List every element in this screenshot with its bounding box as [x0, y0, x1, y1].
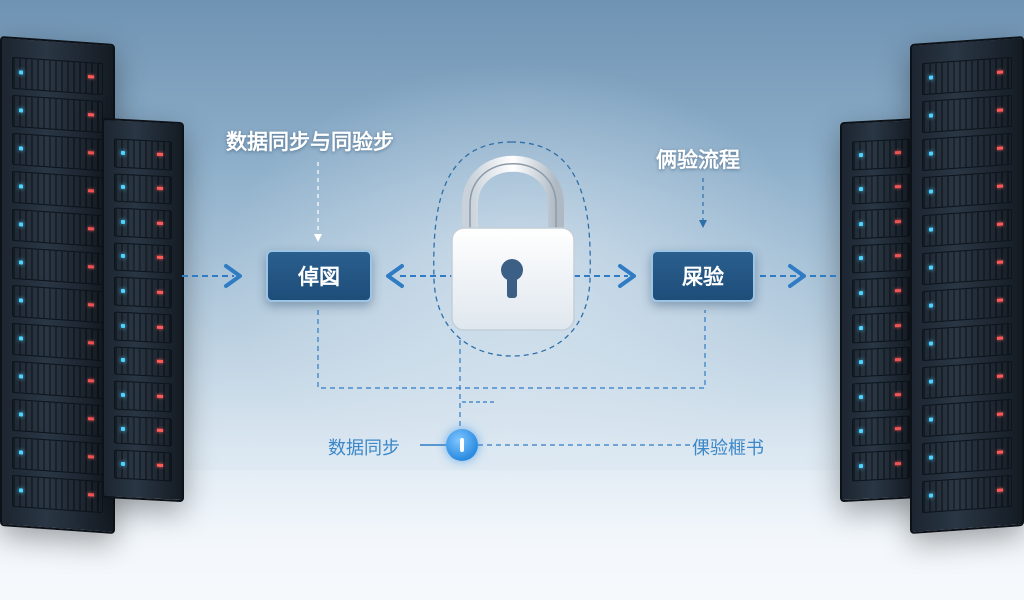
- bottom-right-caption: 倮验榧书: [692, 438, 764, 459]
- padlock-icon: [451, 155, 575, 331]
- top-left-caption: 数据同步与同验步: [226, 130, 394, 154]
- left-process-box: 倬図: [266, 250, 372, 302]
- right-process-box: 屎验: [651, 250, 755, 302]
- left-process-label: 倬図: [298, 265, 340, 289]
- status-node-icon: [446, 429, 478, 461]
- top-right-caption: 俩验流程: [656, 148, 740, 172]
- right-process-label: 屎验: [682, 265, 724, 289]
- bottom-left-caption: 数据同步: [328, 438, 400, 459]
